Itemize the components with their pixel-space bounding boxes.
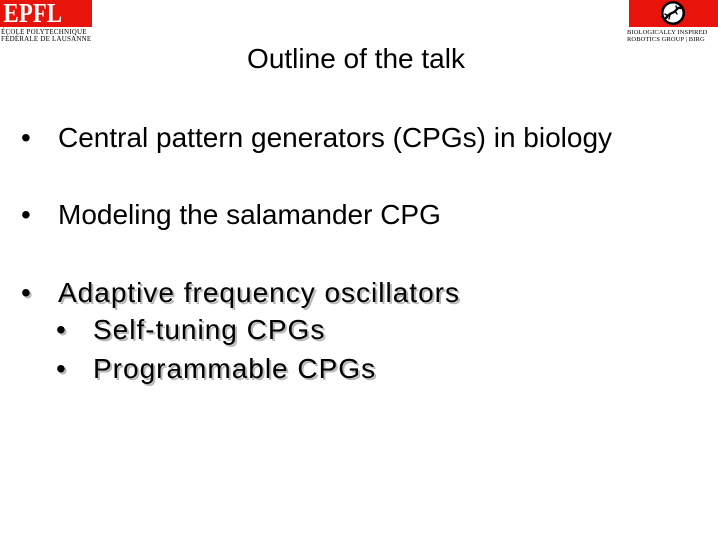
bullet-text: Central pattern generators (CPGs) in bio… — [58, 122, 613, 153]
salamander-robot-icon — [661, 1, 685, 25]
epfl-logo-line2: FÉDÉRALE DE LAUSANNE — [1, 35, 92, 43]
bullet-text: Modeling the salamander CPG — [58, 199, 441, 230]
bullet-marker: • — [21, 199, 31, 230]
bullet-marker: • — [21, 277, 32, 308]
birg-logo-line2: ROBOTICS GROUP | BIRG — [627, 36, 705, 43]
bullet-marker: • — [21, 122, 31, 153]
birg-logo: BIOLOGICALLY INSPIRED ROBOTICS GROUP | B… — [627, 0, 718, 46]
epfl-logo-block — [0, 0, 92, 27]
slide-title: Outline of the talk — [247, 43, 465, 74]
epfl-wordmark: EPFL — [3, 0, 63, 28]
bullet-marker: • — [56, 314, 67, 345]
sub-bullet-text: Self-tuning CPGs — [93, 314, 326, 345]
bullet-marker: • — [56, 353, 67, 384]
epfl-logo: EPFL ÉCOLE POLYTECHNIQUE FÉDÉRALE DE LAU… — [0, 0, 92, 44]
epfl-logo-line1: ÉCOLE POLYTECHNIQUE — [1, 28, 87, 36]
birg-logo-line1: BIOLOGICALLY INSPIRED — [627, 29, 708, 36]
bullet-text: Adaptive frequency oscillators — [58, 277, 460, 308]
sub-bullet-text: Programmable CPGs — [93, 353, 377, 384]
